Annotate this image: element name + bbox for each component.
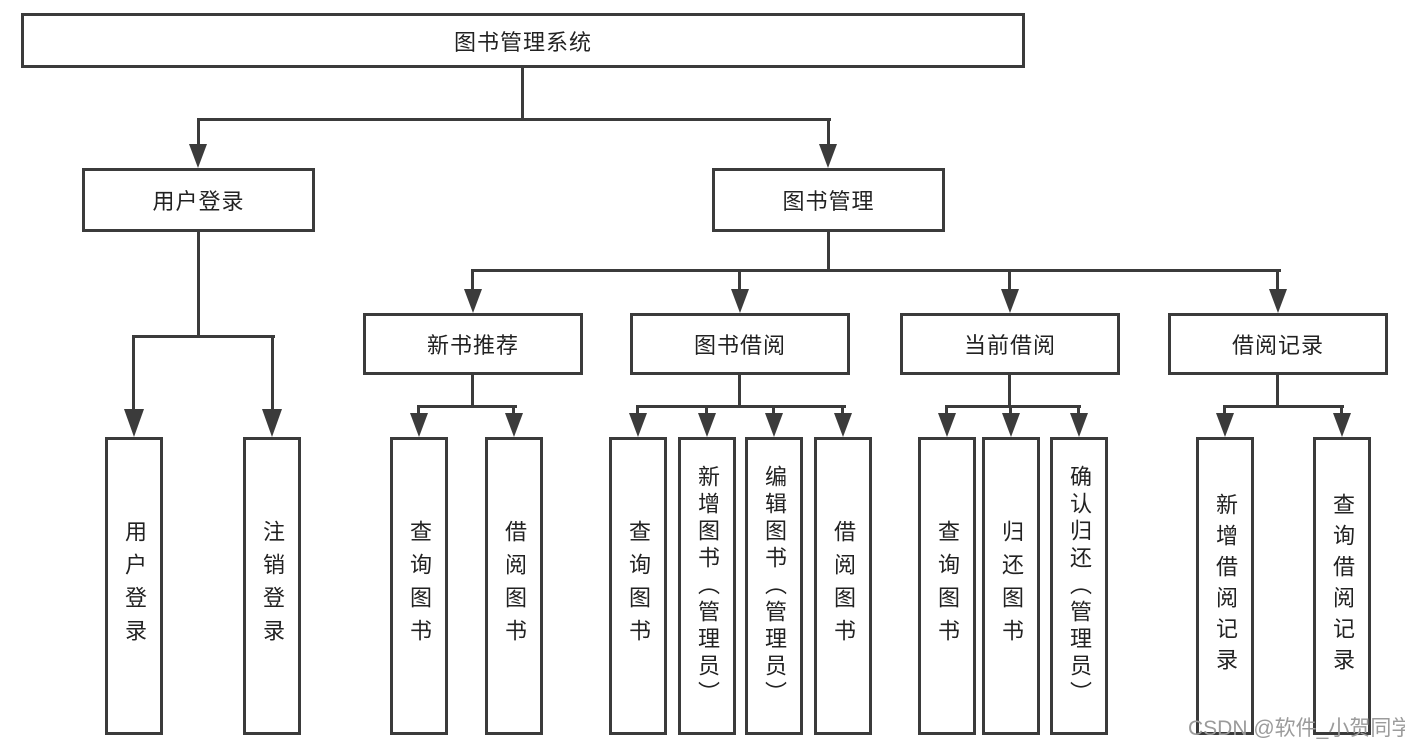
- leaf-label: 新增借阅记录: [1213, 493, 1238, 679]
- arrow-down-icon: [189, 144, 207, 168]
- leaf-user-login: 用户登录: [105, 437, 163, 735]
- node-book-borrowing: 图书借阅: [630, 313, 850, 375]
- line-v: [197, 118, 200, 148]
- line-v: [827, 232, 830, 272]
- line-h: [636, 405, 846, 408]
- leaf-br-add-record: 新增借阅记录: [1196, 437, 1254, 735]
- line-v: [827, 118, 830, 148]
- leaf-label: 查询图书: [626, 520, 651, 652]
- arrow-down-icon: [505, 413, 523, 437]
- node-borrow-records: 借阅记录: [1168, 313, 1388, 375]
- leaf-bb-edit-books-admin: 编辑图书（管理员）: [745, 437, 803, 735]
- line-v: [512, 405, 515, 416]
- line-h: [1223, 405, 1344, 408]
- line-v: [738, 375, 741, 408]
- line-v: [471, 269, 474, 292]
- node-book-management: 图书管理: [712, 168, 945, 232]
- arrow-down-icon: [938, 413, 956, 437]
- line-v: [738, 269, 741, 292]
- node-new-book-recommend: 新书推荐: [363, 313, 583, 375]
- arrow-down-icon: [464, 289, 482, 313]
- line-v: [271, 335, 274, 415]
- leaf-label: 查询借阅记录: [1330, 493, 1355, 679]
- line-h: [945, 405, 1081, 408]
- leaf-label: 编辑图书（管理员）: [762, 464, 787, 708]
- line-v: [197, 232, 200, 338]
- line-v: [417, 405, 420, 416]
- arrow-down-icon: [698, 413, 716, 437]
- leaf-br-query-record: 查询借阅记录: [1313, 437, 1371, 735]
- leaf-label: 用户登录: [122, 520, 147, 652]
- line-v: [1008, 375, 1011, 408]
- arrow-down-icon: [731, 289, 749, 313]
- leaf-label: 查询图书: [407, 520, 432, 652]
- line-v: [636, 405, 639, 416]
- line-v: [772, 405, 775, 416]
- leaf-cb-return-books: 归还图书: [982, 437, 1040, 735]
- line-v: [1340, 405, 1343, 416]
- line-v: [945, 405, 948, 416]
- line-v: [841, 405, 844, 416]
- line-v: [705, 405, 708, 416]
- line-h: [197, 118, 831, 121]
- leaf-nb-borrow-books: 借阅图书: [485, 437, 543, 735]
- leaf-label: 借阅图书: [502, 520, 527, 652]
- line-v: [1276, 269, 1279, 292]
- line-v: [471, 375, 474, 408]
- leaf-bb-borrow-books: 借阅图书: [814, 437, 872, 735]
- node-user-login: 用户登录: [82, 168, 315, 232]
- leaf-label: 确认归还（管理员）: [1067, 464, 1092, 708]
- line-v: [1077, 405, 1080, 416]
- arrow-down-icon: [124, 409, 144, 437]
- leaf-label: 注销登录: [260, 520, 285, 652]
- arrow-down-icon: [834, 413, 852, 437]
- line-h: [417, 405, 517, 408]
- leaf-cb-query-books: 查询图书: [918, 437, 976, 735]
- arrow-down-icon: [1333, 413, 1351, 437]
- line-v: [132, 335, 135, 415]
- line-v: [1009, 405, 1012, 416]
- line-v: [521, 68, 524, 121]
- leaf-label: 归还图书: [999, 520, 1024, 652]
- arrow-down-icon: [1070, 413, 1088, 437]
- leaf-label: 借阅图书: [831, 520, 856, 652]
- arrow-down-icon: [1002, 413, 1020, 437]
- watermark: CSDN @软件_小贺同学: [1188, 717, 1405, 740]
- leaf-bb-add-books-admin: 新增图书（管理员）: [678, 437, 736, 735]
- arrow-down-icon: [629, 413, 647, 437]
- node-current-borrowing: 当前借阅: [900, 313, 1120, 375]
- arrow-down-icon: [1216, 413, 1234, 437]
- line-v: [1276, 375, 1279, 408]
- leaf-label: 新增图书（管理员）: [695, 464, 720, 708]
- node-root-system: 图书管理系统: [21, 13, 1025, 68]
- arrow-down-icon: [1001, 289, 1019, 313]
- leaf-nb-query-books: 查询图书: [390, 437, 448, 735]
- line-v: [1223, 405, 1226, 416]
- arrow-down-icon: [262, 409, 282, 437]
- leaf-cb-confirm-return-admin: 确认归还（管理员）: [1050, 437, 1108, 735]
- arrow-down-icon: [765, 413, 783, 437]
- leaf-logout: 注销登录: [243, 437, 301, 735]
- arrow-down-icon: [410, 413, 428, 437]
- leaf-bb-query-books: 查询图书: [609, 437, 667, 735]
- line-v: [1008, 269, 1011, 292]
- line-h: [132, 335, 275, 338]
- arrow-down-icon: [819, 144, 837, 168]
- arrow-down-icon: [1269, 289, 1287, 313]
- leaf-label: 查询图书: [935, 520, 960, 652]
- line-h: [471, 269, 1281, 272]
